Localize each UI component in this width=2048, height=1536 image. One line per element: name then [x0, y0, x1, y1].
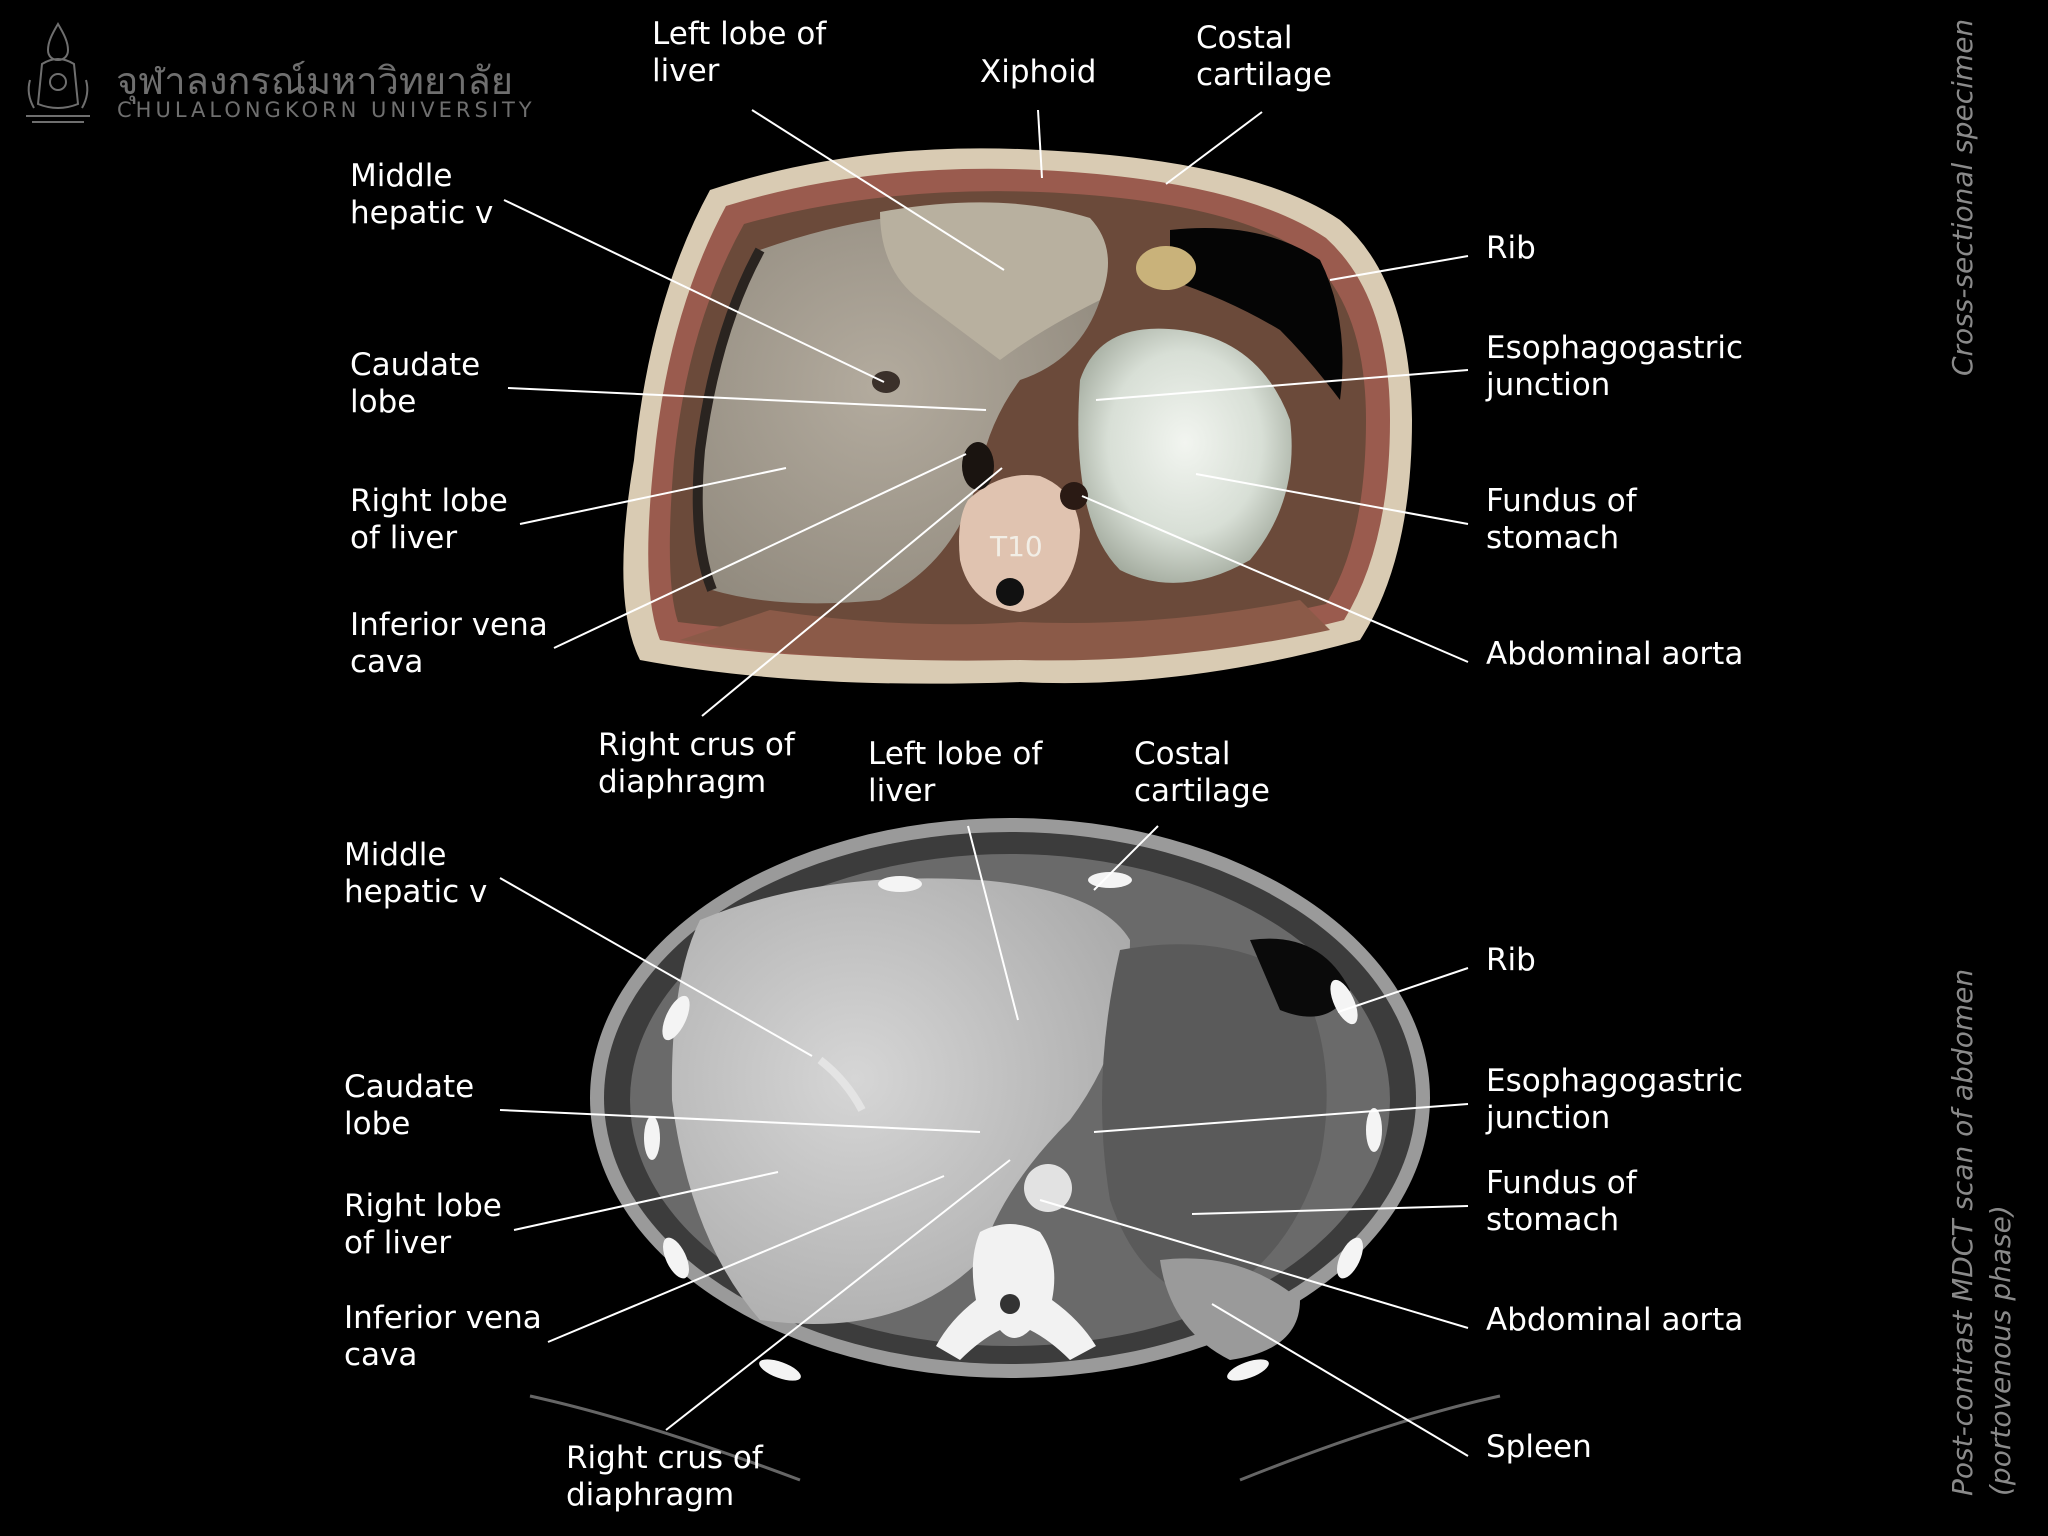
ct-vertebra	[936, 1224, 1096, 1360]
ct-label-spleen: Spleen	[1486, 1429, 1592, 1465]
leader-specimen-ivc	[553, 453, 967, 649]
leader-ct-left-lobe	[967, 825, 1019, 1021]
leader-specimen-aorta	[1081, 495, 1469, 663]
logo-english-text: CHULALONGKORN UNIVERSITY	[117, 98, 536, 122]
leader-ct-ivc	[547, 1175, 945, 1343]
logo-thai-text: จุฬาลงกรณ์มหาวิทยาลัย	[116, 59, 514, 103]
leader-specimen-caudate	[507, 387, 987, 411]
leader-ct-caudate	[499, 1109, 981, 1133]
specimen-label-xiphoid: Xiphoid	[980, 54, 1097, 90]
ct-label-rib: Rib	[1486, 942, 1536, 978]
vertebra-label-t10: T10	[990, 530, 1043, 563]
leader-specimen-middle-hepatic	[503, 199, 885, 383]
specimen-label-aorta: Abdominal aorta	[1486, 636, 1744, 672]
leader-ct-spleen	[1211, 1303, 1469, 1457]
leader-ct-rib	[1337, 967, 1469, 1013]
leader-specimen-right-lobe	[519, 467, 787, 525]
specimen-costal-cartilage	[1136, 246, 1196, 290]
phra-kiao-crest-icon	[26, 22, 90, 123]
side-title-ct-line1: Post-contrast MDCT scan of abdomen	[1946, 968, 1979, 1496]
side-title-ct-line2: (portovenous phase)	[1984, 1205, 2017, 1496]
leader-specimen-fundus	[1195, 473, 1469, 525]
leader-ct-costal	[1093, 825, 1159, 891]
ct-middle-hepatic-vein	[817, 1056, 866, 1112]
leader-specimen-xiphoid	[1037, 109, 1043, 179]
leader-ct-middle-hepatic	[499, 877, 813, 1057]
leader-specimen-rib	[1329, 255, 1469, 281]
leader-specimen-eg	[1095, 369, 1469, 401]
specimen-middle-hepatic-vein	[872, 371, 900, 393]
leader-specimen-left-lobe	[751, 109, 1005, 271]
specimen-label-rib: Rib	[1486, 230, 1536, 266]
leader-ct-eg	[1093, 1103, 1469, 1133]
specimen-ivc	[962, 442, 994, 490]
specimen-vertebra	[959, 475, 1080, 612]
side-title-specimen: Cross-sectional specimen	[1946, 18, 1979, 376]
ct-aorta	[1024, 1164, 1072, 1212]
ct-liver	[671, 878, 1130, 1324]
ct-label-aorta: Abdominal aorta	[1486, 1302, 1744, 1338]
leader-ct-crus	[665, 1159, 1011, 1431]
leader-specimen-costal	[1165, 111, 1263, 185]
specimen-aorta	[1060, 482, 1088, 510]
leader-ct-fundus	[1191, 1205, 1469, 1215]
leader-ct-aorta	[1039, 1199, 1469, 1329]
leader-ct-right-lobe	[513, 1171, 779, 1231]
specimen-stomach-fundus	[1078, 328, 1292, 583]
leader-specimen-crus	[701, 467, 1003, 717]
ct-ribs	[644, 872, 1382, 1381]
